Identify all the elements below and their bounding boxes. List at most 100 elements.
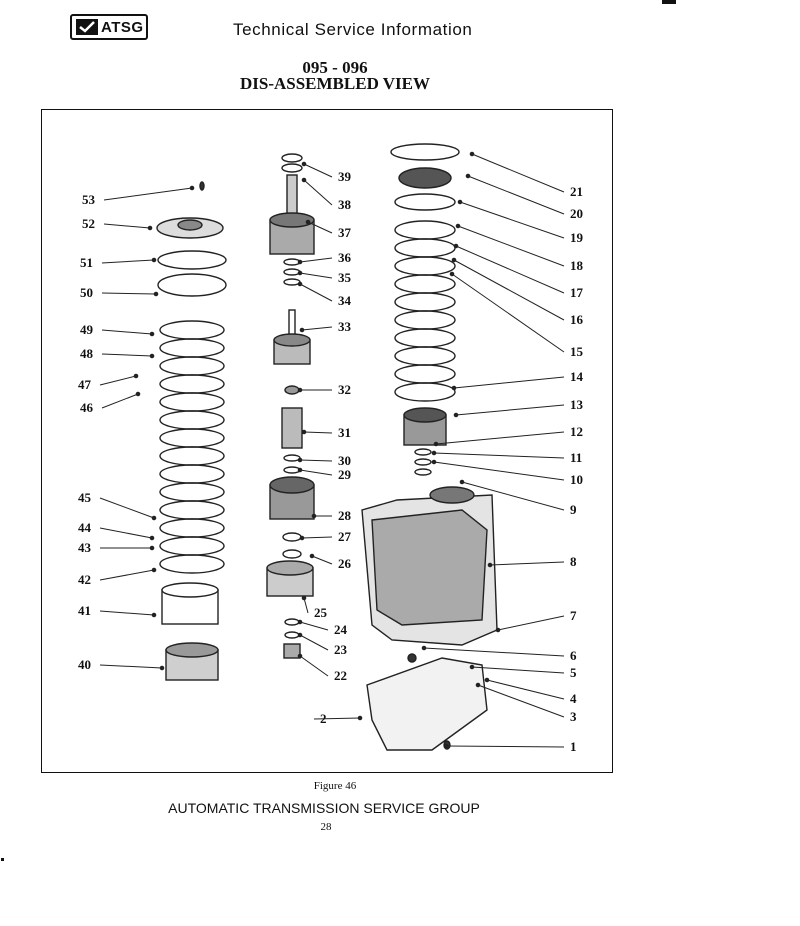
arrowhead xyxy=(135,391,141,397)
arrowhead xyxy=(431,459,437,465)
leader-line-12 xyxy=(435,431,565,445)
spring-coil xyxy=(159,554,225,574)
leader-line-14 xyxy=(453,376,565,389)
arrowhead xyxy=(453,243,459,249)
spring-coil xyxy=(394,328,456,348)
leader-line-30 xyxy=(299,459,333,462)
leader-line-4 xyxy=(486,679,565,700)
leader-line-38 xyxy=(303,179,333,206)
arrowhead xyxy=(299,327,305,333)
leader-line-50 xyxy=(101,292,157,295)
arrowhead xyxy=(449,271,455,277)
arrowhead xyxy=(301,595,307,601)
leader-line-34 xyxy=(299,283,333,302)
arrowhead xyxy=(189,185,195,191)
spring-coil xyxy=(159,428,225,448)
arrowhead xyxy=(443,743,449,749)
callout-label-45: 45 xyxy=(78,490,92,505)
arrowhead xyxy=(484,677,490,683)
callout-label-17: 17 xyxy=(570,285,584,300)
leader-line-16 xyxy=(453,259,565,321)
logo-text: ATSG xyxy=(101,18,144,36)
arrowhead xyxy=(301,177,307,183)
corner-mark xyxy=(662,0,676,4)
leader-line-25 xyxy=(303,597,309,614)
header-title: Technical Service Information xyxy=(233,20,473,39)
leader-line-47 xyxy=(99,375,137,386)
spring-coil xyxy=(159,518,225,538)
callout-label-37: 37 xyxy=(338,225,352,240)
callout-label-18: 18 xyxy=(570,258,584,273)
leader-line-24 xyxy=(299,621,329,631)
callout-label-13: 13 xyxy=(570,397,584,412)
callout-label-34: 34 xyxy=(338,293,352,308)
leader-line-29 xyxy=(299,469,333,476)
callout-label-24: 24 xyxy=(334,622,348,637)
arrowhead xyxy=(151,612,157,618)
figure-caption: Figure 46 xyxy=(313,780,357,792)
spring-coil xyxy=(159,500,225,520)
callout-label-51: 51 xyxy=(80,255,93,270)
callout-label-40: 40 xyxy=(78,657,91,672)
leader-line-17 xyxy=(455,245,565,294)
callout-label-39: 39 xyxy=(338,169,352,184)
callout-label-28: 28 xyxy=(338,508,352,523)
callout-label-35: 35 xyxy=(338,270,352,285)
spring-coil xyxy=(159,536,225,556)
callout-label-42: 42 xyxy=(78,572,91,587)
arrowhead xyxy=(297,457,303,463)
check-icon xyxy=(76,19,98,35)
spring-coil xyxy=(159,482,225,502)
arrowhead xyxy=(153,291,159,297)
callout-label-5: 5 xyxy=(570,665,577,680)
callout-label-2: 2 xyxy=(320,711,327,726)
arrowhead xyxy=(151,515,157,521)
arrowhead xyxy=(149,545,155,551)
callout-label-44: 44 xyxy=(78,520,92,535)
leader-line-13 xyxy=(455,404,565,416)
arrowhead xyxy=(469,664,475,670)
atsg-logo: ATSG xyxy=(70,14,148,40)
leader-line-23 xyxy=(299,634,329,651)
leader-line-2 xyxy=(313,717,361,720)
callout-label-22: 22 xyxy=(334,668,347,683)
arrowhead xyxy=(297,632,303,638)
leader-line-3 xyxy=(477,684,565,718)
arrowhead xyxy=(147,225,153,231)
callout-label-46: 46 xyxy=(80,400,94,415)
callout-label-26: 26 xyxy=(338,556,352,571)
arrowhead xyxy=(159,665,165,671)
leader-line-7 xyxy=(497,615,565,631)
leader-line-53 xyxy=(103,187,193,201)
footer-organization: AUTOMATIC TRANSMISSION SERVICE GROUP xyxy=(168,800,480,816)
leader-line-51 xyxy=(101,259,155,264)
arrowhead xyxy=(299,535,305,541)
callout-label-6: 6 xyxy=(570,648,577,663)
arrowhead xyxy=(451,385,457,391)
callout-label-14: 14 xyxy=(570,369,584,384)
leader-line-19 xyxy=(459,201,565,239)
arrowhead xyxy=(151,567,157,573)
callout-label-49: 49 xyxy=(80,322,94,337)
callout-label-10: 10 xyxy=(570,472,583,487)
arrowhead xyxy=(457,199,463,205)
leader-line-35 xyxy=(299,272,333,279)
leader-line-40 xyxy=(99,664,163,669)
leader-line-20 xyxy=(467,175,565,215)
arrowhead xyxy=(149,535,155,541)
spring-coil xyxy=(394,274,456,294)
callout-label-27: 27 xyxy=(338,529,352,544)
spring-coil xyxy=(394,346,456,366)
leader-line-45 xyxy=(99,497,155,519)
leader-line-15 xyxy=(451,273,565,353)
arrowhead xyxy=(475,682,481,688)
arrowhead xyxy=(421,645,427,651)
spring-coil xyxy=(159,338,225,358)
leader-line-46 xyxy=(101,393,139,409)
callout-label-9: 9 xyxy=(570,502,577,517)
arrowhead xyxy=(451,257,457,263)
leader-line-5 xyxy=(471,666,565,674)
callout-label-50: 50 xyxy=(80,285,93,300)
leader-line-1 xyxy=(445,745,565,748)
